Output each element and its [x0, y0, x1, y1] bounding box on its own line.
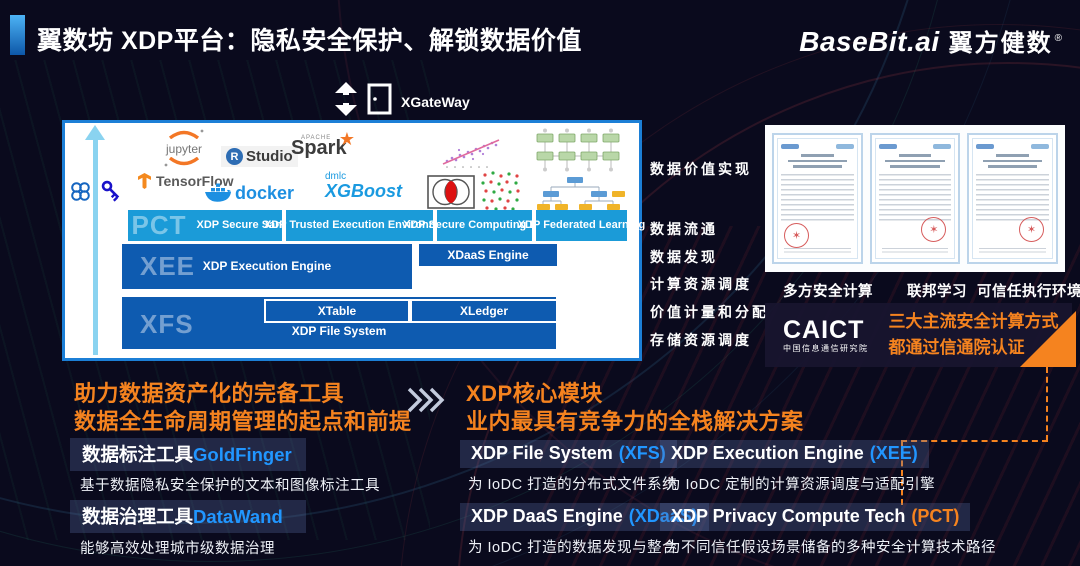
red-stamp-icon: ✶ — [1019, 217, 1045, 242]
layer-xledger: XLedger — [410, 299, 558, 323]
layer-pct-sandbox: PCT XDP Secure SandBox — [128, 209, 309, 241]
triple-chevron-icon — [406, 386, 448, 419]
jupyter-logo: jupyter — [160, 126, 208, 172]
tool-desc: 基于数据隐私安全保护的文本和图像标注工具 — [80, 478, 380, 494]
xfs-system-label: XDP File System — [291, 324, 387, 338]
value-label: 存储资源调度 — [650, 332, 752, 348]
scatter-plot-thumbnail — [437, 135, 505, 174]
module-desc: 为 IoDC 定制的计算资源调度与适配引擎 — [666, 477, 936, 493]
orange-triangle — [1020, 311, 1076, 367]
xdp-platform-panel: jupyter R Studio APACHE Spark ★ TensorFl… — [62, 120, 645, 361]
title-accent-bar — [10, 15, 25, 55]
up-arrow-stem — [93, 138, 98, 355]
tool-item-goldfinger: 数据标注工具GoldFinger — [70, 438, 306, 471]
module-xfs: XDP File System(XFS) — [460, 440, 677, 468]
door-icon — [367, 83, 392, 120]
up-down-arrow-icon — [334, 82, 358, 121]
cert-label-fl: 联邦学习 — [907, 284, 967, 300]
layer-pct-tee: XDP Trusted Execution Environment — [264, 210, 455, 241]
clover-icon — [69, 180, 92, 208]
layer-xee: XDP Execution Engine — [122, 244, 412, 289]
module-xee: XDP Execution Engine(XEE) — [660, 440, 929, 468]
dashed-connector — [901, 440, 1048, 442]
red-stamp-icon: ✶ — [921, 217, 947, 242]
brand-name-cn: 翼方健数 — [948, 30, 1053, 57]
dashed-connector — [901, 441, 903, 505]
dashed-connector — [1046, 367, 1048, 441]
tool-item-datawand: 数据治理工具DataWand — [70, 500, 306, 533]
certificates-panel: ✶ ✶ ✶ — [765, 125, 1065, 272]
key-icon — [101, 179, 123, 208]
value-label: 计算资源调度 — [650, 276, 752, 292]
up-arrow-head — [85, 125, 105, 140]
module-desc: 为 IoDC 打造的分布式文件系统 — [468, 477, 678, 493]
neural-network-thumbnail — [533, 128, 625, 177]
modules-heading-2: 业内最具有竞争力的全栈解决方案 — [466, 409, 804, 434]
spark-star-icon: ★ — [338, 129, 355, 149]
value-label: 数据价值实现 — [650, 161, 752, 177]
caict-statement: 三大主流安全计算方式 都通过信通院认证 — [888, 312, 1059, 357]
brand-logo: BaseBit.ai 翼方健数 ® — [799, 23, 1062, 58]
docker-logo: docker — [203, 182, 294, 204]
dot-matrix-thumbnail — [479, 170, 523, 217]
tree-diagram-thumbnail — [537, 175, 625, 216]
module-pct: XDP Privacy Compute Tech(PCT) — [660, 503, 971, 531]
venn-diagram-thumbnail — [427, 173, 475, 216]
tensorflow-logo: TensorFlow — [137, 173, 234, 189]
layer-pct-sce: XDP Secure Computing Engine — [403, 210, 566, 241]
value-label: 价值计量和分配 — [650, 304, 769, 320]
cert-label-mpc: 多方安全计算 — [783, 284, 873, 300]
modules-heading-1: XDP核心模块 — [466, 381, 603, 406]
layer-pct-fl: XDP Federated Learning — [518, 210, 645, 241]
tool-desc: 能够高效处理城市级数据治理 — [80, 541, 275, 557]
module-desc: 为不同信任假设场景储备的多种安全计算技术路径 — [666, 540, 996, 556]
tools-heading-1: 助力数据资产化的完备工具 — [74, 381, 345, 406]
xgateway-label: XGateWay — [401, 93, 470, 110]
module-xdaas: XDP DaaS Engine(XDaaS) — [460, 503, 709, 531]
caict-logo: CAICT 中国信息通信研究院 — [783, 315, 869, 353]
pct-tag: PCT — [131, 209, 187, 240]
red-stamp-icon: ✶ — [784, 223, 809, 248]
certificate-card: ✶ — [967, 133, 1059, 264]
value-label: 数据发现 — [650, 249, 718, 265]
xee-tag: XEE — [140, 251, 196, 281]
cert-label-tee: 可信任执行环境 — [977, 284, 1080, 300]
registered-mark: ® — [1054, 33, 1062, 44]
xfs-tag: XFS — [140, 309, 194, 339]
xgboost-logo: dmlc XGBoost — [325, 171, 403, 202]
certificate-card: ✶ — [772, 133, 863, 264]
module-desc: 为 IoDC 打造的数据发现与整合 — [468, 540, 678, 556]
brand-name: BaseBit.ai — [799, 26, 940, 57]
layer-xdaas: XDaaS Engine — [417, 242, 559, 268]
layer-xtable: XTable — [264, 299, 410, 323]
certificate-card: ✶ — [869, 133, 961, 264]
tools-heading-2: 数据全生命周期管理的起点和前提 — [74, 409, 412, 434]
page-title: 翼数坊 XDP平台：隐私安全保护、解锁数据价值 — [37, 27, 582, 55]
rstudio-logo: R Studio — [221, 146, 298, 167]
value-label: 数据流通 — [650, 221, 718, 237]
spark-logo: APACHE Spark ★ — [291, 129, 355, 159]
xgateway-group: XGateWay — [334, 82, 470, 121]
